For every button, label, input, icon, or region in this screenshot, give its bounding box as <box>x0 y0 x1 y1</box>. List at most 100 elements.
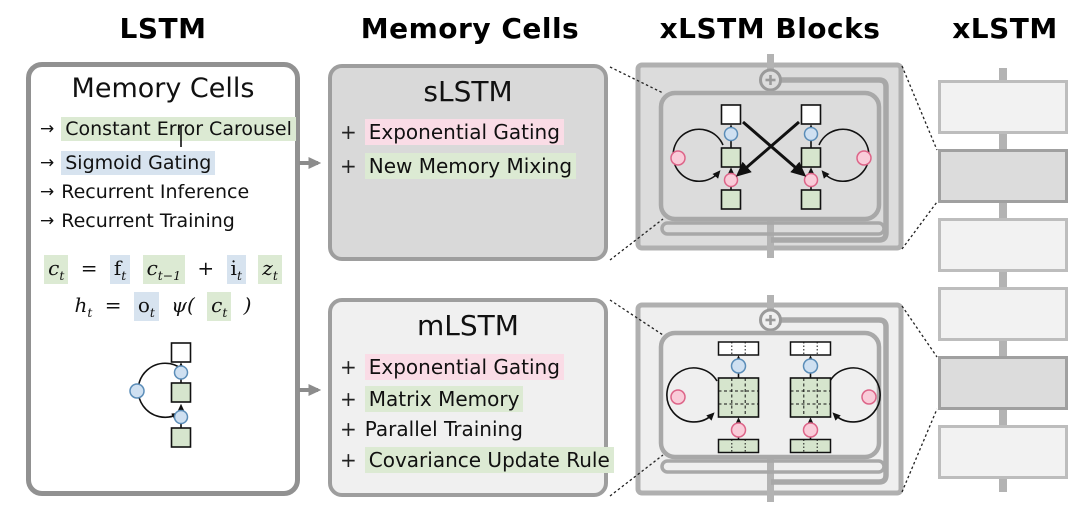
forget-gate-circle <box>670 389 686 405</box>
lstm-bullet-row: → Constant Error Carousel <box>40 117 296 141</box>
feature-label: Parallel Training <box>364 417 523 441</box>
eq-token-zt: zt <box>258 255 282 284</box>
plus-icon: + <box>340 355 357 379</box>
xlstm-stack-block-5 <box>938 356 1068 410</box>
eq-token-ct-1: ct−1 <box>142 255 186 284</box>
stack-connector <box>999 132 1007 151</box>
lstm-box-title: Memory Cells <box>71 73 255 104</box>
column-header-memory-cells: Memory Cells <box>360 12 580 45</box>
bullet-label: Recurrent Training <box>61 210 235 232</box>
projection-loop-outline <box>660 459 886 474</box>
cell-state-square <box>720 147 742 168</box>
equation-cell-state: ct = ft ct−1 + it zt <box>31 255 295 284</box>
plus-icon: + <box>340 120 357 144</box>
matrix-memory-square <box>789 377 832 418</box>
skip-connection-path <box>771 317 889 485</box>
eq-token-ft: ft <box>109 255 131 284</box>
flow-arrow-icon <box>299 157 322 396</box>
eq-token-plus: + <box>197 256 215 280</box>
equation-hidden-state: ht = ot ψ( ct ) <box>31 292 295 321</box>
forget-gate-circle <box>670 150 686 166</box>
mlstm-feature-row: + Exponential Gating <box>340 354 564 380</box>
mlstm-feature-row: + Matrix Memory <box>340 386 524 412</box>
slstm-title: sLSTM <box>423 75 513 108</box>
mlstm-feature-row: + Parallel Training <box>340 416 523 442</box>
recurrent-loop-arrow <box>666 367 718 423</box>
output-gate-circle <box>723 126 739 142</box>
lstm-memory-cells-box: Memory Cells → Constant Error Carousel →… <box>26 62 300 496</box>
recurrent-loop-arrow <box>829 367 881 423</box>
feature-label: New Memory Mixing <box>364 153 577 179</box>
input-square <box>720 189 742 210</box>
memory-mixing-arrow <box>735 120 800 177</box>
feature-label: Exponential Gating <box>364 354 564 380</box>
input-gate-circle <box>803 172 819 188</box>
column-header-lstm: LSTM <box>119 12 207 45</box>
feature-label: Matrix Memory <box>364 386 524 412</box>
slstm-cell-left <box>670 104 742 210</box>
plus-icon: + <box>340 387 357 411</box>
bullet-arrow-icon: → <box>40 119 55 139</box>
output-gate-circle <box>173 365 189 380</box>
xlstm-stack-block-2 <box>938 149 1068 203</box>
recurrent-loop-arrow <box>818 128 870 183</box>
mlstm-layer-outline <box>658 330 882 460</box>
zoom-dashed-line <box>609 65 938 497</box>
eq-token-it: it <box>226 255 246 284</box>
eq-token-ct: ct <box>44 255 69 284</box>
bullet-arrow-icon: → <box>40 211 55 231</box>
xlstm-stack-block-6 <box>938 425 1068 479</box>
slstm-box: sLSTM + Exponential Gating + New Memory … <box>328 64 608 261</box>
cell-state-square <box>170 382 192 403</box>
eq-token-equals: = <box>104 293 122 317</box>
input-row-vector <box>717 438 760 454</box>
column-header-xlstm: xLSTM <box>952 12 1058 45</box>
lstm-bullet-row: → Sigmoid Gating <box>40 151 216 175</box>
plus-icon: + <box>340 448 357 472</box>
hidden-state-square <box>800 104 822 125</box>
forget-gate-circle <box>861 389 877 405</box>
hidden-state-square <box>170 342 192 363</box>
output-gate-circle <box>802 358 819 374</box>
slstm-block-diagram <box>635 54 904 258</box>
mlstm-cell-right <box>789 341 881 454</box>
xlstm-stack-block-3 <box>938 218 1068 272</box>
eq-token-psi: ψ( <box>171 293 195 317</box>
plus-icon: + <box>340 154 357 178</box>
mlstm-title: mLSTM <box>417 309 519 342</box>
mlstm-feature-row: + Covariance Update Rule <box>340 447 614 473</box>
feature-label: Covariance Update Rule <box>364 447 614 473</box>
bullet-label: Constant Error Carousel <box>61 117 296 141</box>
stack-connector <box>999 339 1007 358</box>
bullet-arrow-icon: → <box>40 182 55 202</box>
slstm-cell-right <box>800 104 872 210</box>
input-gate-circle <box>723 172 739 188</box>
input-square <box>800 189 822 210</box>
hidden-state-square <box>720 104 742 125</box>
lstm-bullet-row: → Recurrent Inference <box>40 180 249 204</box>
output-gate-circle <box>803 126 819 142</box>
output-gate-circle <box>730 358 747 374</box>
mlstm-cell-left <box>666 341 760 454</box>
column-header-xlstm-blocks: xLSTM Blocks <box>659 12 881 45</box>
eq-token-ct: ct <box>207 292 232 321</box>
forget-gate-circle <box>856 150 872 166</box>
projection-loop-outline <box>660 221 886 236</box>
xlstm-stack-block-1 <box>938 80 1068 134</box>
bullet-arrow-icon: → <box>40 153 55 173</box>
slstm-layer-outline <box>658 90 882 222</box>
lstm-bullet-row: → Recurrent Training <box>40 209 235 233</box>
recurrent-loop-arrow <box>672 128 724 183</box>
memory-mixing-arrow <box>742 120 807 177</box>
eq-token-close-paren: ) <box>243 293 252 317</box>
eq-token-ht: ht <box>74 293 93 320</box>
hidden-state-row-vector <box>789 341 832 356</box>
forget-gate-circle <box>129 383 145 399</box>
matrix-memory-square <box>717 377 760 418</box>
input-gate-circle <box>802 422 819 438</box>
bullet-label: Recurrent Inference <box>61 181 250 203</box>
bullet-label: Sigmoid Gating <box>61 151 216 175</box>
slstm-feature-row: + Exponential Gating <box>340 119 564 145</box>
mlstm-block-diagram <box>635 295 904 502</box>
